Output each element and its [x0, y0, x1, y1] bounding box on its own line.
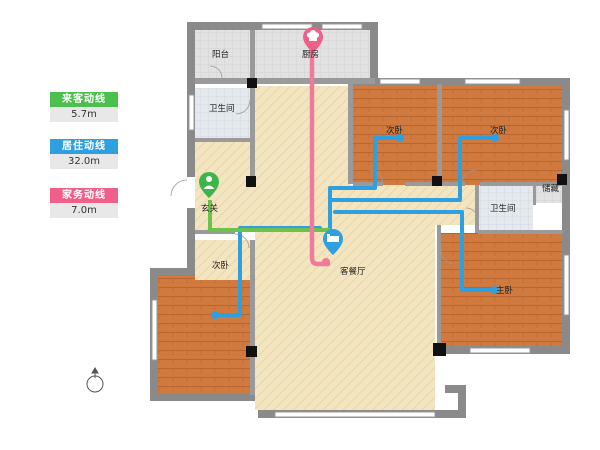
label-entrance: 玄关: [201, 203, 219, 214]
legend-guest: 来客动线 5.7m: [50, 92, 118, 122]
chores-route: [309, 47, 331, 267]
person-icon: [199, 172, 219, 198]
interior-walls: [195, 30, 565, 395]
balcony-floor: [195, 30, 250, 78]
legend-living-value: 32.0m: [50, 154, 118, 169]
legend-guest-label: 来客动线: [50, 92, 118, 107]
route-endpoints: [211, 134, 499, 319]
chef-hat-icon: [303, 27, 323, 53]
compass-icon: [86, 367, 104, 393]
label-living-dining: 客餐厅: [340, 266, 366, 277]
pillars: [246, 78, 567, 357]
label-balcony: 阳台: [212, 49, 229, 60]
living-dining-floor: [255, 220, 435, 410]
door-arcs: [170, 65, 479, 265]
guest-route: [208, 200, 330, 232]
label-bedroom-top-mid: 次卧: [386, 125, 404, 136]
label-bath-left: 卫生间: [209, 103, 235, 114]
bed-icon: [323, 229, 343, 255]
label-master-bedroom: 主卧: [496, 285, 514, 296]
label-bedroom-left: 次卧: [212, 260, 230, 271]
legend-living-label: 居住动线: [50, 139, 118, 154]
legend-living: 居住动线 32.0m: [50, 139, 118, 169]
chores-end: [322, 258, 330, 266]
legend-chores-value: 7.0m: [50, 203, 118, 218]
bath-right-floor: [478, 185, 533, 233]
bedroom-left-upper-floor: [195, 240, 253, 280]
label-storage: 储藏: [542, 183, 560, 194]
bath-left-floor: [195, 88, 250, 140]
bedroom-top-mid-floor: [353, 86, 437, 185]
label-bedroom-top-right: 次卧: [490, 125, 508, 136]
living-route: [213, 136, 497, 317]
legend-guest-value: 5.7m: [50, 107, 118, 122]
legend-chores: 家务动线 7.0m: [50, 188, 118, 218]
storage-floor: [535, 185, 562, 203]
windows: [151, 23, 570, 418]
bedroom-left-floor: [158, 276, 253, 393]
legend-chores-label: 家务动线: [50, 188, 118, 203]
label-kitchen: 厨房: [302, 49, 319, 60]
label-bath-right: 卫生间: [490, 203, 516, 214]
